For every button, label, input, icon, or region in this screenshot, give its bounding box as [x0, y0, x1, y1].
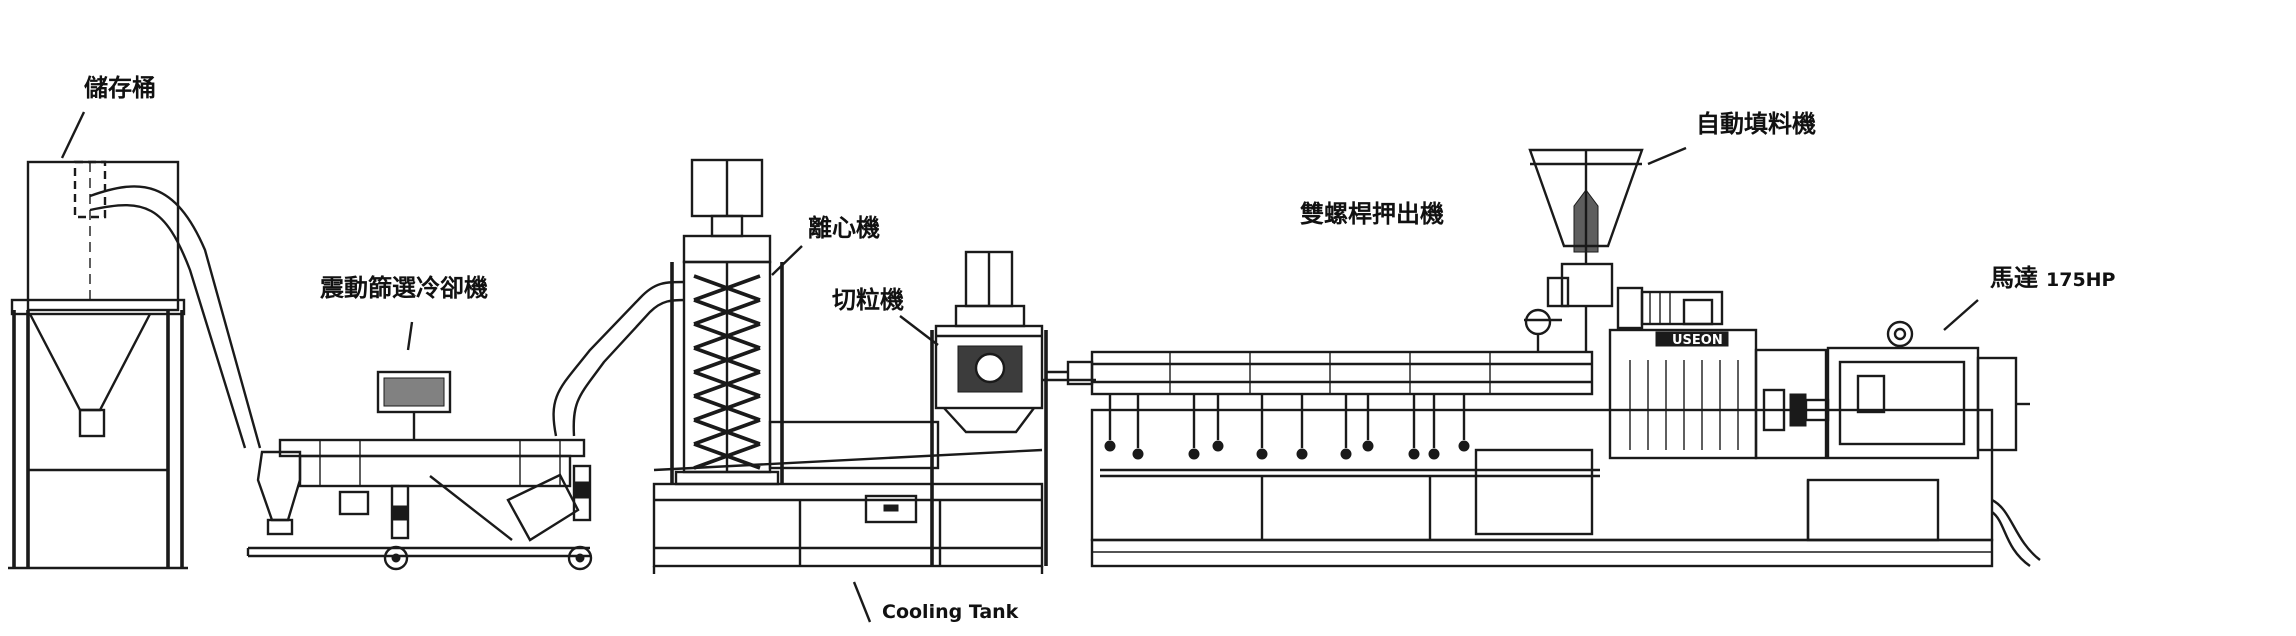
- gearbox: USEON: [1608, 328, 1830, 460]
- auto-feeder: [1524, 148, 1724, 352]
- storage-bucket-leader: [60, 111, 86, 159]
- cooling-tank-leader: [852, 581, 872, 623]
- cooling-tank-label: Cooling Tank: [882, 601, 1019, 623]
- extruder-label: 雙螺桿押出機: [1300, 200, 1444, 228]
- motor-label: 馬達: [1990, 264, 2038, 292]
- vibrating-screen-label: 震動篩選冷卻機: [320, 274, 488, 302]
- auto-feeder-label: 自動填料機: [1696, 110, 1816, 138]
- pelletizer-leader: [899, 315, 939, 346]
- motor: [1826, 320, 2030, 460]
- auto-feeder-leader: [1647, 146, 1687, 166]
- twin-screw-extruder: [1066, 350, 2041, 568]
- pelletizer-label: 切粒機: [832, 286, 904, 314]
- vibrating-screen-cooler: [246, 370, 593, 571]
- transfer-pipe-1: [89, 185, 262, 449]
- storage-bucket: [8, 160, 188, 570]
- cooling-tank: [652, 420, 1044, 574]
- centrifuge-leader: [771, 245, 803, 276]
- brand-plate: USEON: [1672, 333, 1723, 348]
- storage-bucket-label: 儲存桶: [84, 74, 156, 102]
- motor-power: 175HP: [2046, 269, 2116, 291]
- centrifuge: [670, 158, 784, 486]
- transfer-pipe-2: [552, 280, 686, 437]
- centrifuge-label: 離心機: [808, 214, 880, 242]
- pelletizer: [930, 250, 1096, 566]
- motor-leader: [1943, 299, 1979, 331]
- vibrating-screen-leader: [406, 321, 414, 351]
